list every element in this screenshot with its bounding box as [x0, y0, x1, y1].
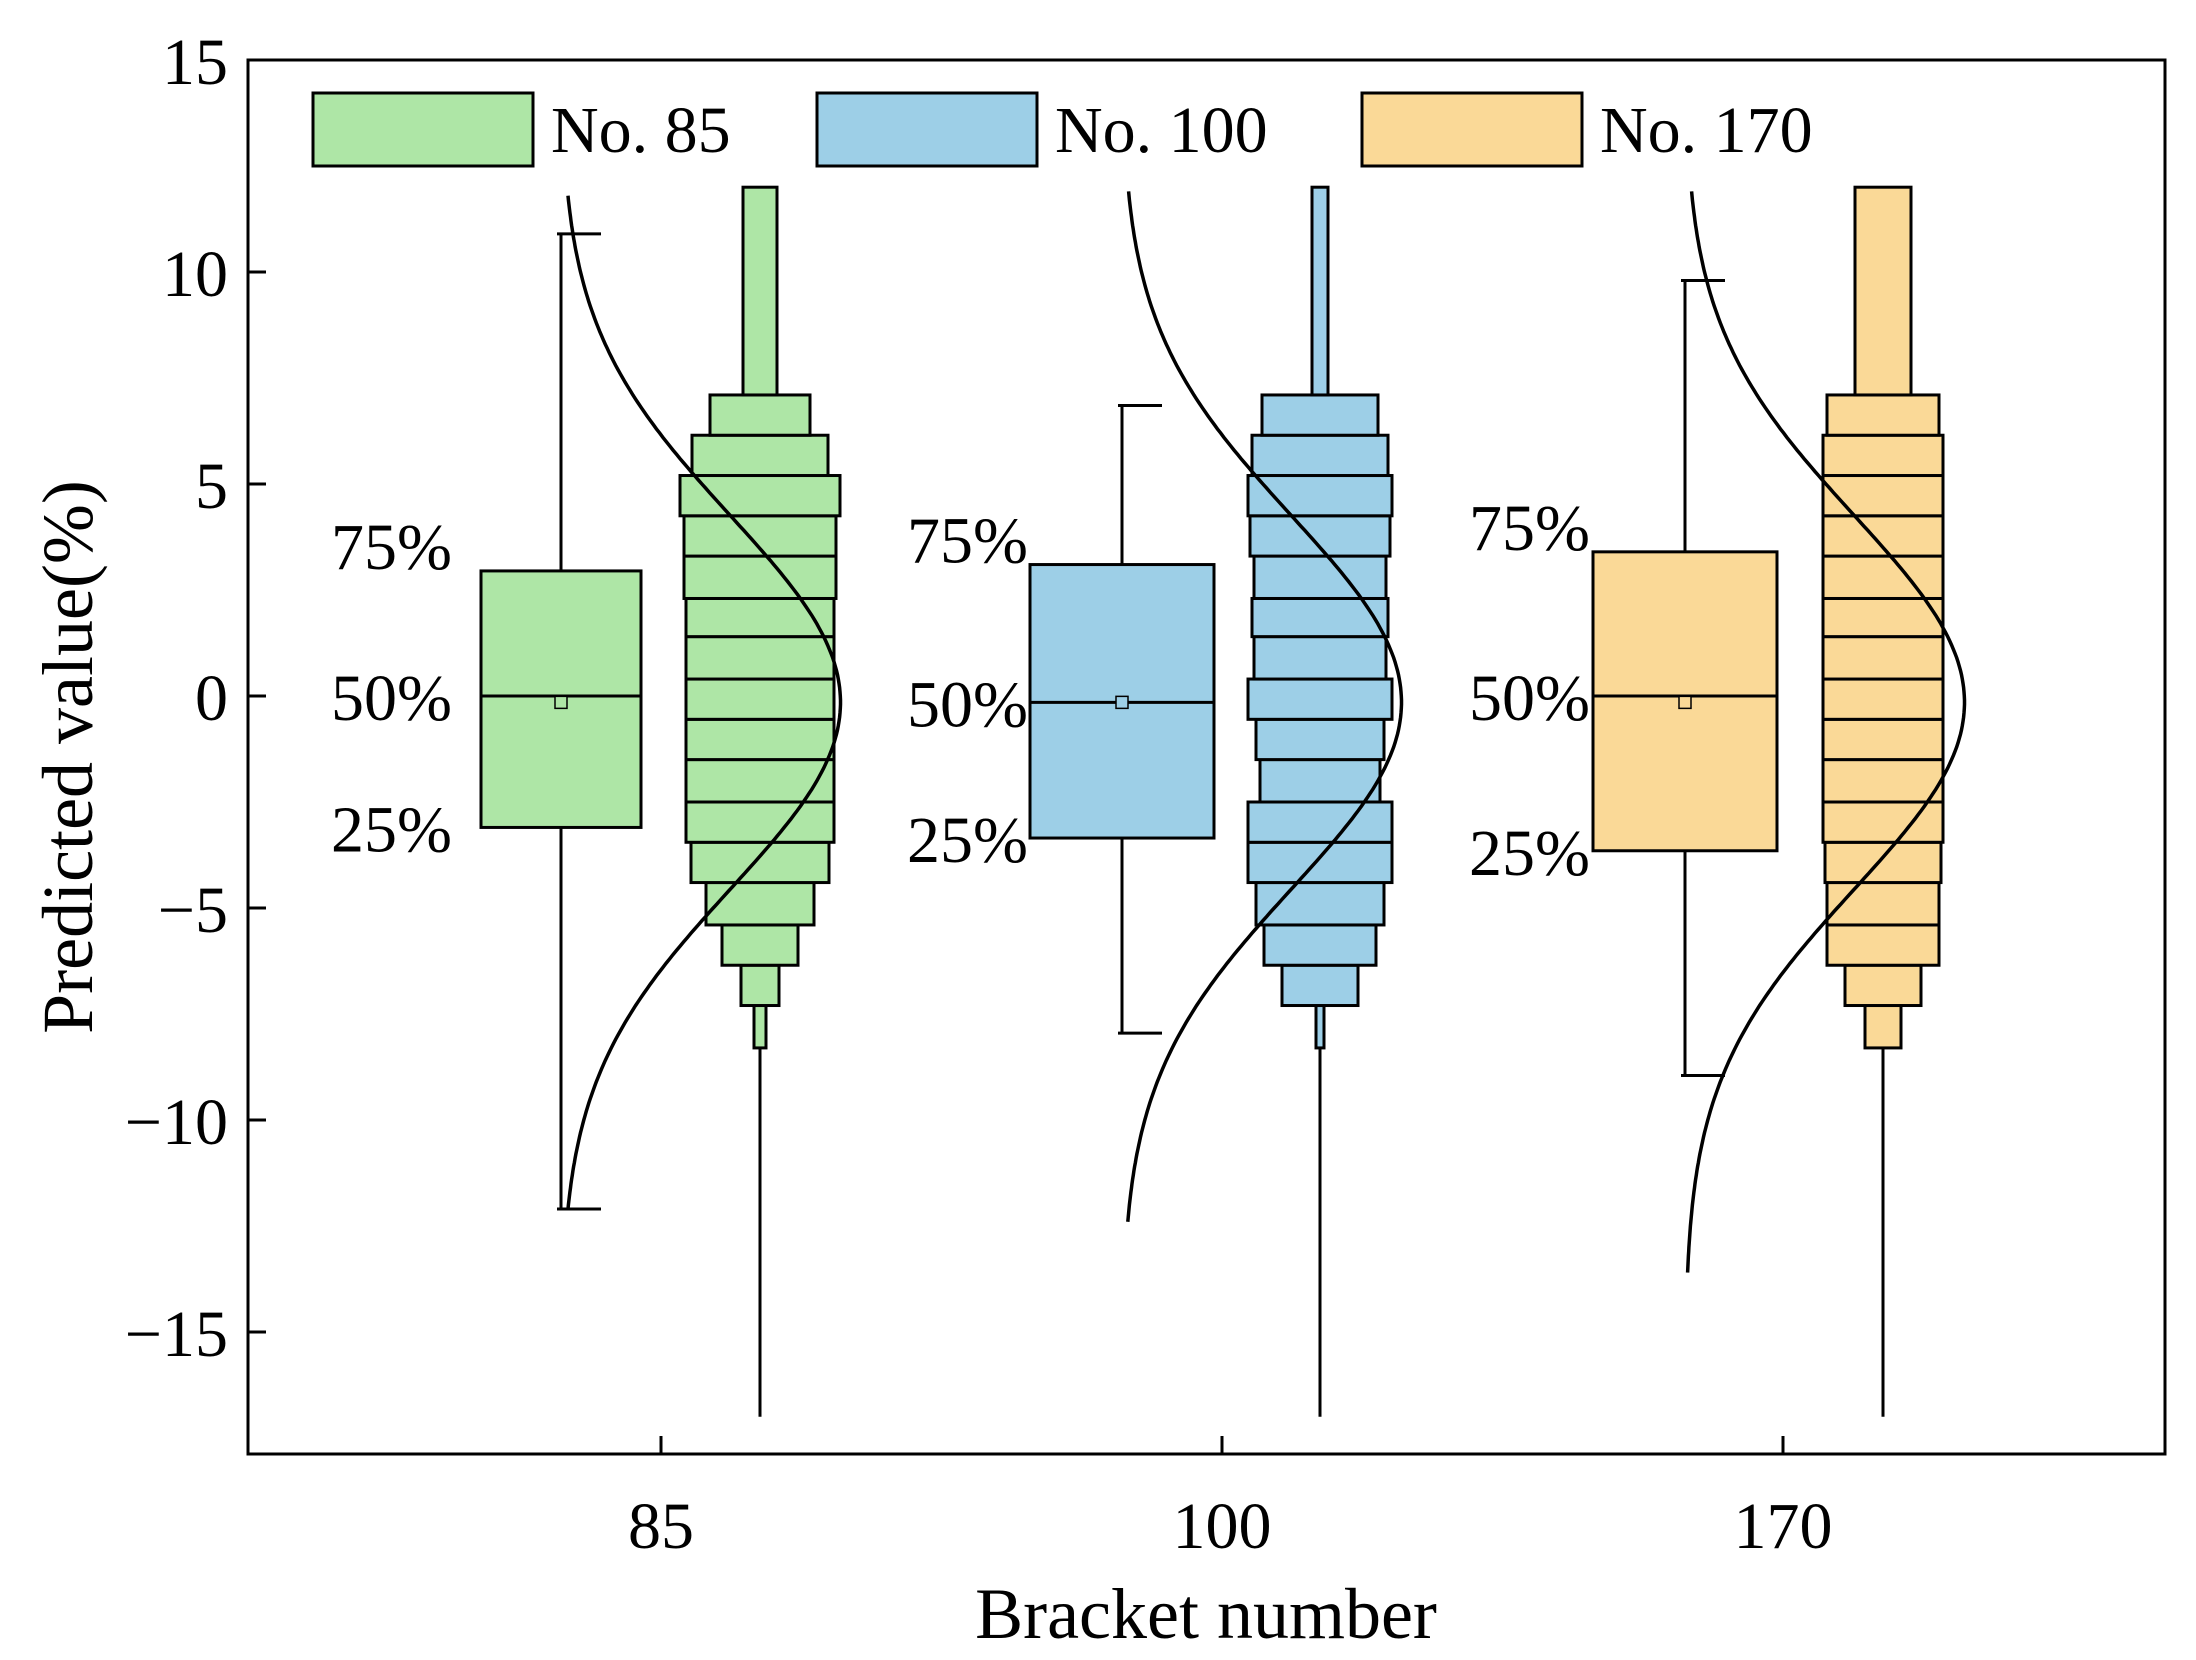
histogram-bar: [684, 635, 836, 681]
histogram-bar: [1821, 433, 1945, 478]
legend-swatch: [1360, 91, 1584, 168]
y-tick-label: 15: [162, 26, 228, 99]
legend-label: No. 100: [1055, 94, 1268, 167]
histogram-bar: [684, 717, 836, 762]
histogram-bar: [682, 554, 838, 600]
histogram-bar: [690, 433, 830, 478]
percentile-label: 50%: [331, 662, 452, 735]
plot-frame: [246, 58, 2167, 1456]
legend-label: No. 85: [551, 94, 731, 167]
histogram-bar: [1310, 185, 1330, 397]
histogram-bar: [1252, 554, 1388, 600]
legend: No. 85 No. 100 No. 170: [311, 91, 1813, 168]
histogram-bar: [1825, 393, 1941, 437]
legend-swatch: [311, 91, 535, 168]
percentile-label: 75%: [331, 511, 452, 584]
percentile-label: 75%: [1469, 492, 1590, 565]
histogram-bar: [1258, 758, 1382, 804]
y-tick-label: 0: [195, 662, 228, 735]
histogram-bar: [1821, 474, 1945, 518]
y-tick-label: 10: [162, 238, 228, 311]
x-axis-title: Bracket number: [975, 1574, 1437, 1654]
histogram-bar: [741, 185, 779, 397]
histogram-bar: [752, 1004, 768, 1050]
x-tick-label: 85: [628, 1490, 694, 1563]
histogram-bar: [1262, 923, 1378, 967]
normal-curve: [1126, 191, 1404, 1222]
histogram-bar: [1250, 433, 1390, 478]
histogram-bar: [1246, 474, 1394, 518]
histogram-bar: [1250, 596, 1390, 639]
percentile-label: 25%: [331, 793, 452, 866]
percentile-label: 25%: [1469, 817, 1590, 890]
histogram-bar: [1821, 758, 1945, 804]
histogram-bar: [739, 963, 781, 1008]
axes: 15 10 5 0 −5 −10 −15 85 100 170: [125, 26, 1833, 1563]
histogram-bar: [704, 881, 816, 927]
histogram-bar: [684, 800, 836, 844]
normal-curve: [1685, 191, 1967, 1273]
histogram-bar: [1821, 677, 1945, 721]
histogram-bar: [1825, 923, 1941, 967]
y-tick-label: −5: [158, 874, 228, 947]
legend-swatch: [815, 91, 1039, 168]
histogram-bar: [1823, 840, 1943, 885]
histogram-bar: [1821, 635, 1945, 681]
histogram-bar: [1821, 717, 1945, 762]
histogram-bar: [1843, 963, 1923, 1008]
percentile-label: 75%: [907, 505, 1028, 578]
y-tick-label: −15: [125, 1298, 228, 1371]
percentile-label: 50%: [1469, 662, 1590, 735]
histogram-bar: [1821, 554, 1945, 600]
histogram-bar: [1246, 840, 1394, 885]
histogram-bar: [720, 923, 800, 967]
y-tick-label: 5: [195, 450, 228, 523]
legend-label: No. 170: [1600, 94, 1813, 167]
histogram-bar: [1280, 963, 1360, 1008]
histogram-bar: [684, 758, 836, 804]
percentile-label: 50%: [907, 668, 1028, 741]
histogram-bar: [1252, 635, 1388, 681]
mean-marker: [1678, 695, 1692, 710]
histogram-bar: [1254, 881, 1386, 927]
histogram-bar: [1260, 393, 1380, 437]
histogram-bar: [689, 840, 831, 885]
percentile-label: 25%: [907, 804, 1028, 877]
histogram-bar: [684, 596, 836, 639]
normal-curve: [566, 195, 843, 1210]
histogram-bar: [1254, 717, 1386, 762]
histogram-bar: [1853, 185, 1913, 397]
histogram-bar: [1314, 1004, 1326, 1050]
y-tick-label: −10: [125, 1086, 228, 1159]
histogram-bar: [1825, 881, 1941, 927]
histogram-bar: [708, 393, 812, 437]
histogram-bar: [1821, 596, 1945, 639]
histogram-bar: [1246, 677, 1394, 721]
y-axis-title: Predicted value(%): [28, 480, 108, 1034]
x-tick-label: 170: [1734, 1490, 1833, 1563]
chart-marks: 75% 50% 25% 75% 50% 25% 75% 50% 25%: [331, 185, 1967, 1417]
mean-marker: [554, 695, 568, 710]
histogram-bar: [684, 677, 836, 721]
histogram-bar: [678, 474, 842, 518]
histogram-bar: [1863, 1004, 1903, 1050]
mean-marker: [1115, 695, 1129, 710]
histogram-bar: [1246, 800, 1394, 844]
x-tick-label: 100: [1173, 1490, 1272, 1563]
